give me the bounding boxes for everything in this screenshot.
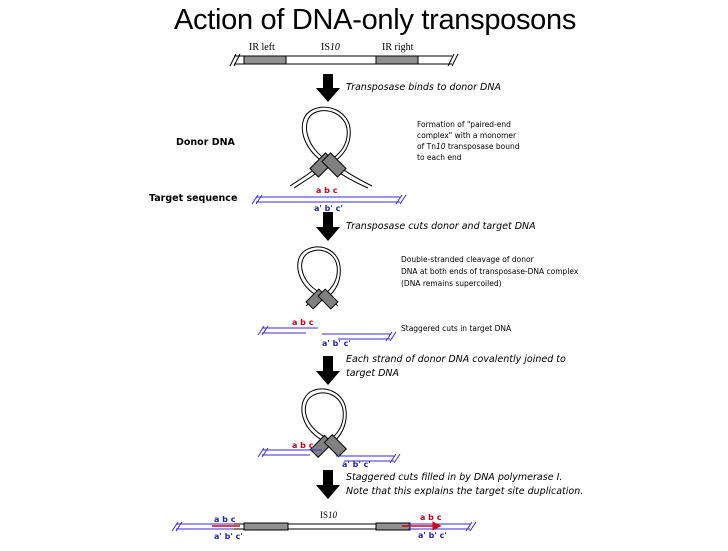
down-arrow-1 — [316, 74, 340, 102]
seq-abc-prime-1: a' b' c' — [314, 204, 343, 213]
final-product: IS10 a b c a' b' c' a b c a' b' c' — [171, 510, 477, 541]
donor-dna-top: IR left IS10 IR right — [229, 42, 459, 67]
seq-abc-prime-3: a' b' c' — [342, 460, 371, 469]
seq-abc-1: a b c — [316, 186, 338, 195]
ir-right-block — [375, 55, 419, 65]
target-sequence-1: a b c a' b' c' — [251, 186, 407, 213]
down-arrow-2 — [316, 212, 340, 241]
step-3-text-line1: Each strand of donor DNA covalently join… — [346, 354, 566, 365]
note-3: Staggered cuts in target DNA — [401, 324, 512, 333]
donor-loop-3 — [301, 388, 348, 459]
step-3-text-line2: target DNA — [346, 368, 399, 379]
note-2-line3: (DNA remains supercoiled) — [401, 279, 502, 288]
seq-abc-right-final: a b c — [420, 513, 442, 522]
ir-left-block-final — [243, 522, 289, 531]
ir-left-label: IR left — [249, 42, 275, 53]
donor-dna-label: Donor DNA — [176, 137, 236, 148]
seq-abc-prime-left-final: a' b' c' — [214, 532, 243, 541]
seq-abc-prime-right-final: a' b' c' — [418, 531, 447, 540]
transposase-clamp-right — [321, 152, 347, 178]
note-2-line1: Double-stranded cleavage of donor — [401, 255, 535, 264]
note-1-line3: of Tn10 transposase bound — [417, 142, 520, 151]
step-4-text-line1: Staggered cuts filled in by DNA polymera… — [346, 472, 562, 483]
is10-label-final: IS10 — [320, 510, 338, 520]
notes: Formation of "paired-end complex" with a… — [401, 120, 579, 333]
step-1-text: Transposase binds to donor DNA — [346, 82, 501, 93]
target-sequence-2: a b c a' b' c' — [257, 318, 397, 348]
target-sequence-label: Target sequence — [149, 193, 237, 204]
page-title: Action of DNA-only transposons — [174, 4, 577, 36]
ir-left-block — [243, 55, 287, 65]
step-4-text-line2: Note that this explains the target site … — [346, 486, 583, 497]
seq-abc-left-final: a b c — [214, 515, 236, 524]
transposase-clamp-right-3 — [323, 433, 348, 458]
note-2-line2: DNA at both ends of transposase-DNA comp… — [401, 267, 579, 276]
note-1-line2: complex" with a monomer — [417, 131, 517, 140]
note-1-line1: Formation of "paired-end — [417, 120, 511, 129]
seq-abc-3: a b c — [292, 441, 314, 450]
ir-right-label: IR right — [382, 42, 414, 53]
target-sequence-3: a b c a' b' c' — [257, 441, 401, 469]
is10-label: IS10 — [321, 42, 340, 53]
down-arrow-4 — [316, 470, 340, 499]
donor-loop-2 — [297, 246, 341, 310]
transposase-clamp-right-2 — [317, 288, 339, 310]
seq-abc-prime-2: a' b' c' — [322, 339, 351, 348]
note-1-line4: to each end — [417, 153, 462, 162]
donor-loop-1 — [289, 106, 373, 189]
step-texts: Transposase binds to donor DNA Transposa… — [346, 82, 583, 497]
seq-abc-2: a b c — [292, 318, 314, 327]
step-arrows — [316, 74, 340, 499]
step-2-text: Transposase cuts donor and target DNA — [346, 221, 536, 232]
down-arrow-3 — [316, 356, 340, 385]
